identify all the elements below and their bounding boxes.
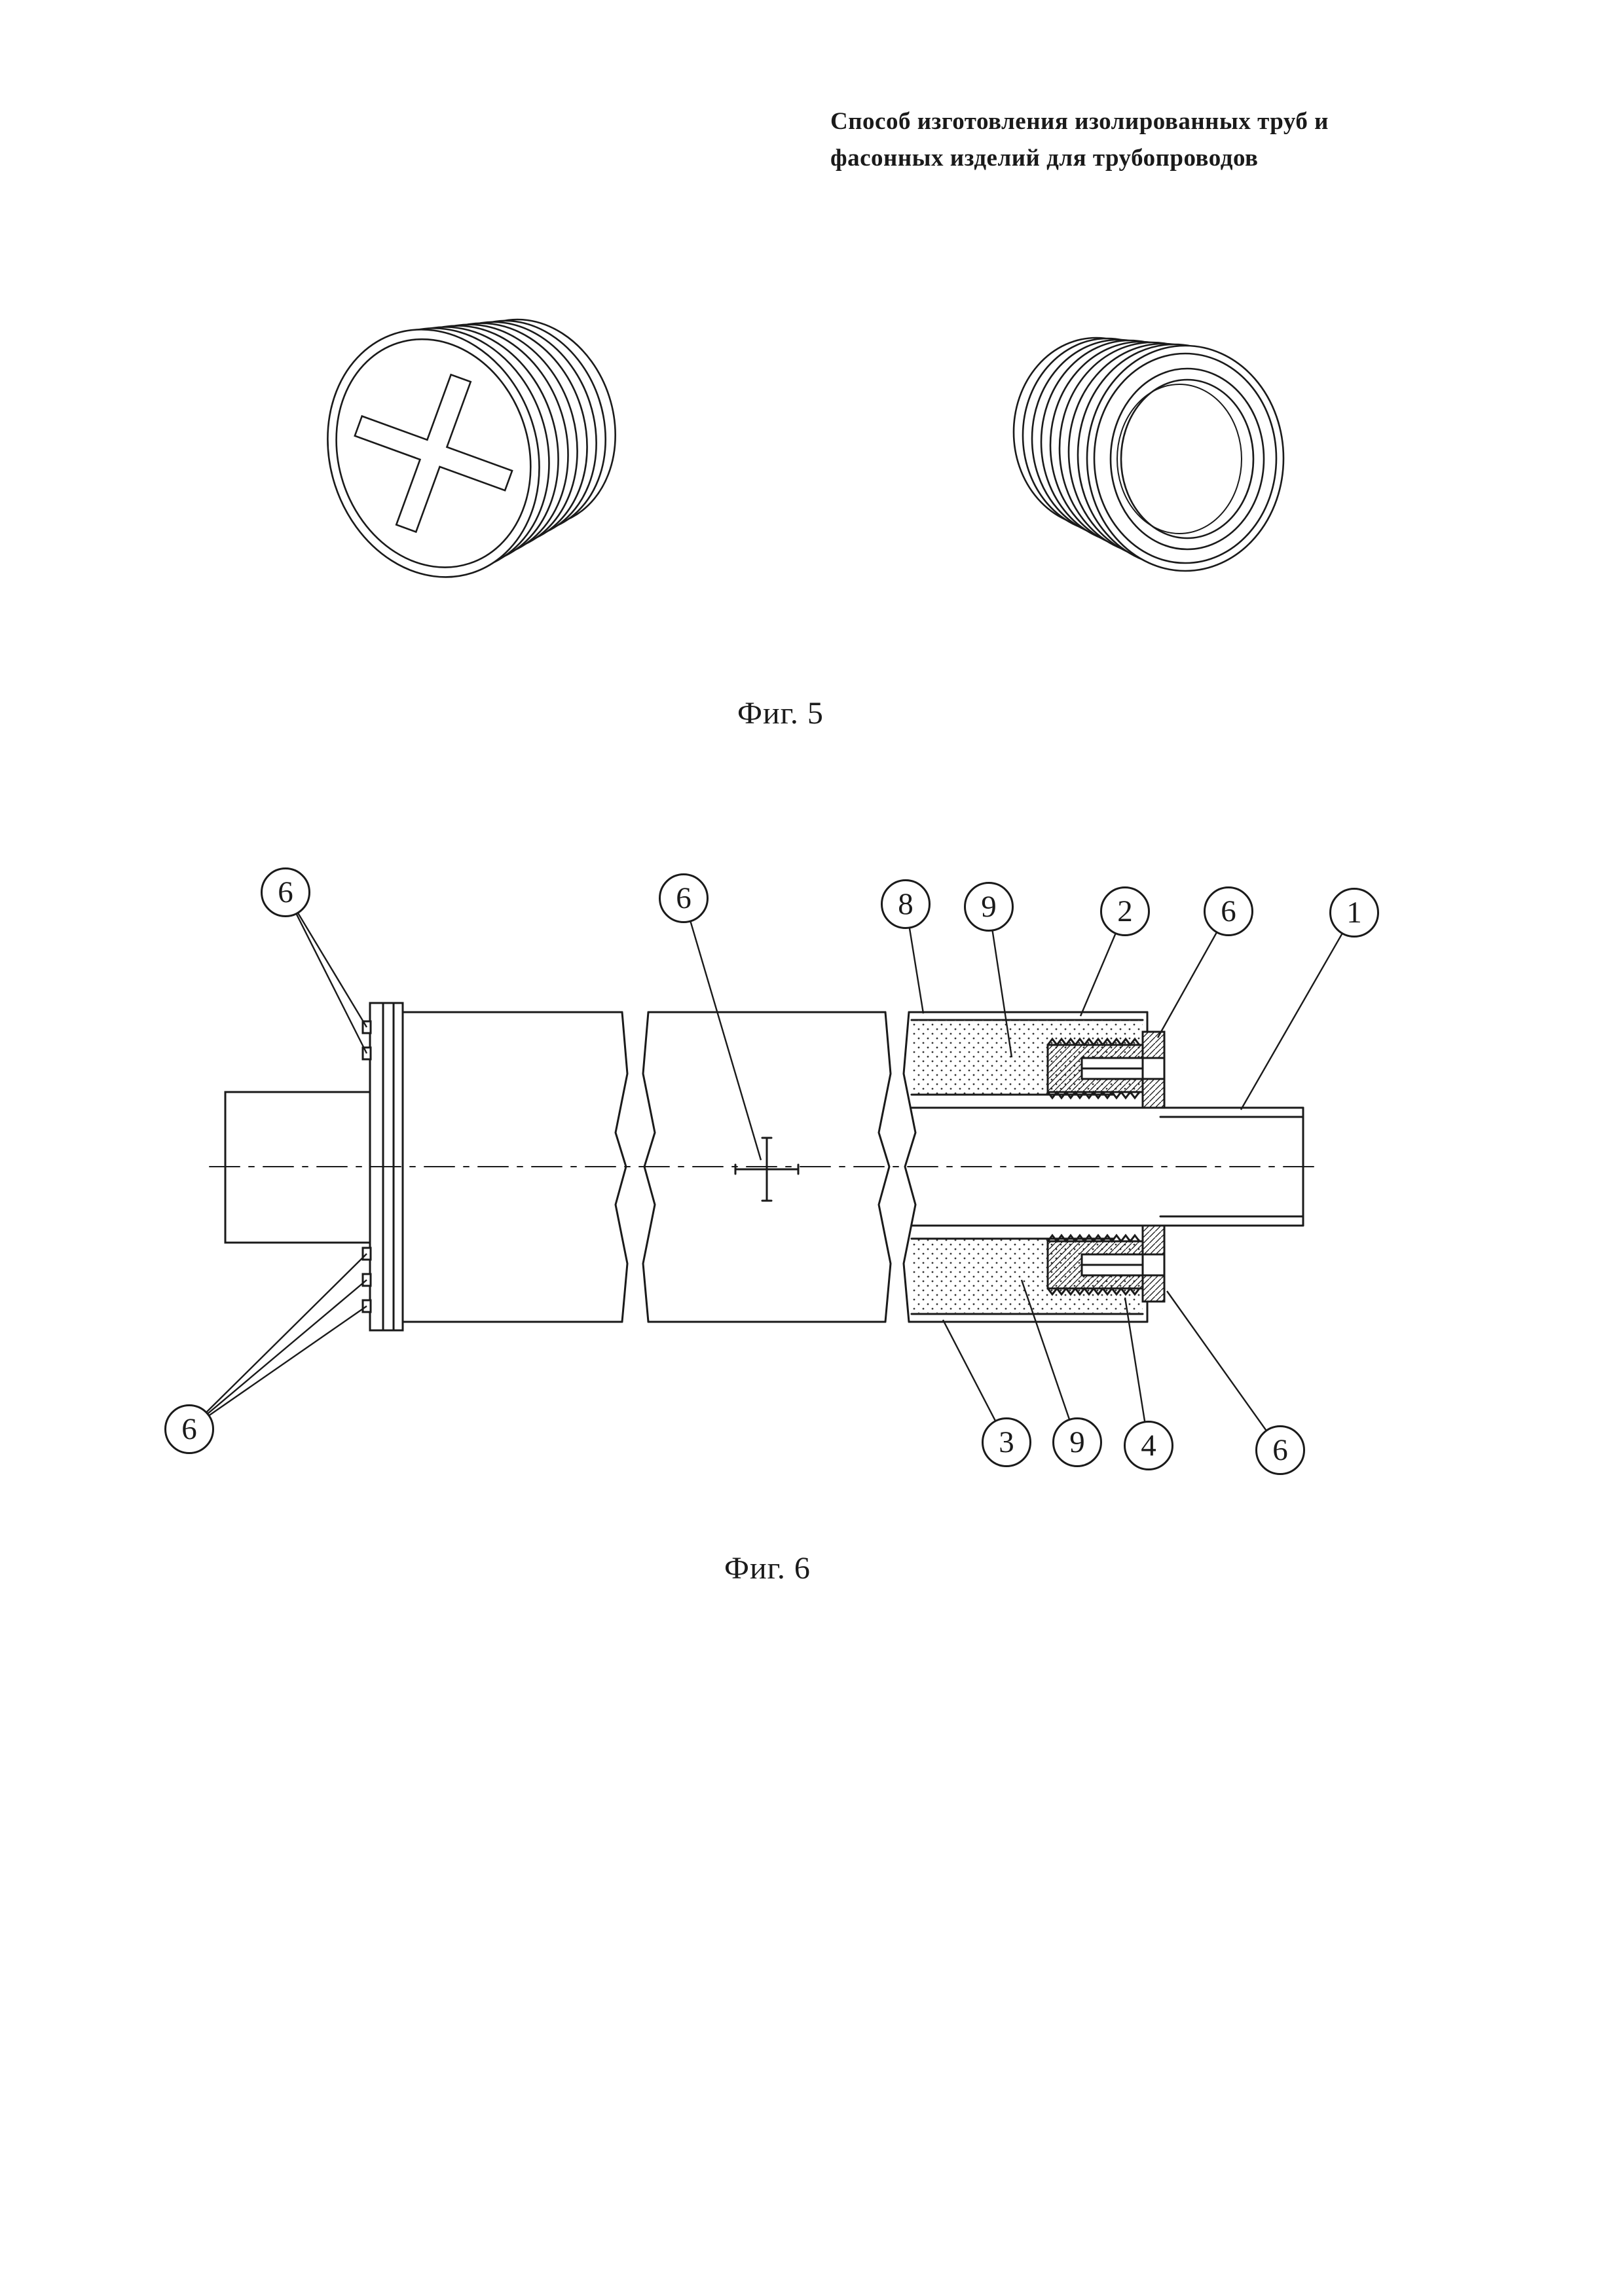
- callout-4: 4: [1124, 1421, 1173, 1470]
- threaded-plug-open: [1012, 337, 1285, 572]
- callout-6-bottom-right: 6: [1255, 1425, 1305, 1475]
- callout-9-bottom: 9: [1052, 1417, 1102, 1467]
- callout-1: 1: [1329, 888, 1379, 938]
- callout-6-top-right: 6: [1204, 886, 1253, 936]
- figure-5-caption: Фиг. 5: [737, 696, 824, 731]
- break-line: [642, 1011, 656, 1323]
- callout-2: 2: [1100, 886, 1150, 936]
- figure-6-caption: Фиг. 6: [724, 1551, 811, 1586]
- plug-face-rim: [335, 338, 532, 568]
- title-line-1: Способ изготовления изолированных труб и: [830, 108, 1329, 135]
- break-line: [877, 1011, 892, 1323]
- sealing-plug-bottom: [1046, 1224, 1166, 1303]
- pipe-assembly-section: [209, 1002, 1323, 1332]
- bushing-bore: [1120, 378, 1255, 539]
- callout-8: 8: [881, 879, 931, 929]
- callout-9-top: 9: [964, 882, 1014, 932]
- patent-title: Способ изготовления изолированных труб и…: [830, 103, 1420, 176]
- callout-6-top-left: 6: [261, 867, 310, 917]
- threaded-plug-closed: [327, 318, 616, 578]
- end-cap: [369, 1002, 404, 1332]
- callout-6-bottom-left: 6: [164, 1404, 214, 1454]
- break-line: [902, 1011, 917, 1323]
- sealing-plug-top: [1046, 1030, 1166, 1109]
- cross-slot: [354, 373, 513, 534]
- leader-lines: [189, 892, 1356, 1451]
- break-line: [614, 1011, 629, 1323]
- left-pipe-stub: [224, 1091, 371, 1244]
- title-line-2: фасонных изделий для трубопроводов: [830, 144, 1259, 172]
- screw-cross-mark: [734, 1137, 800, 1202]
- callout-3: 3: [982, 1417, 1031, 1467]
- callout-6-top-mid: 6: [659, 873, 709, 923]
